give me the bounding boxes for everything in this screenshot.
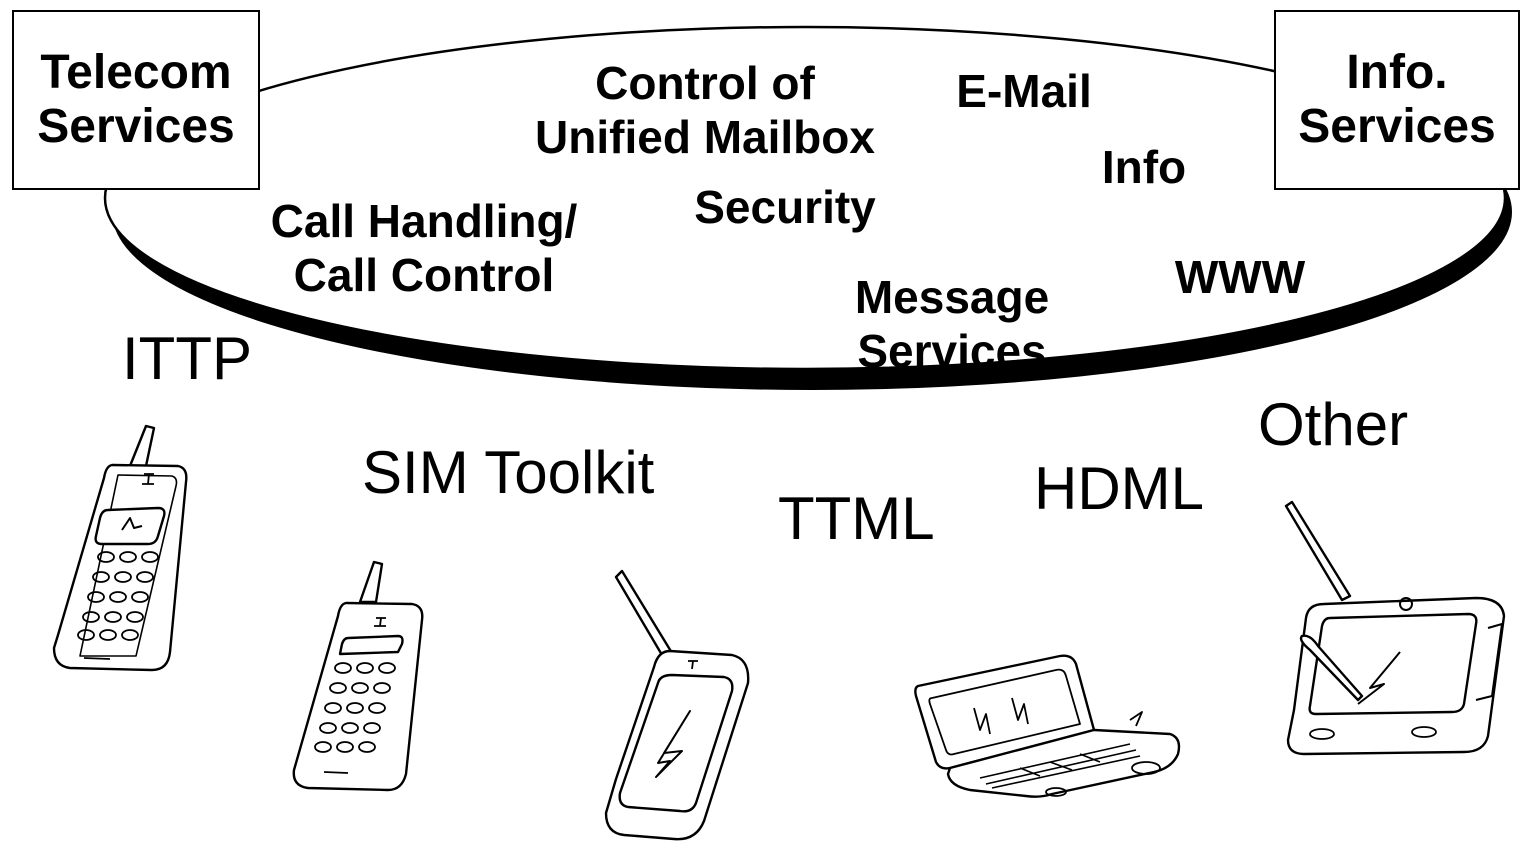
other-label: Other — [1258, 391, 1409, 458]
call-handling-label: Call Handling/ Call Control — [270, 195, 578, 301]
telecom-services-line1: Telecom — [40, 46, 232, 99]
pda-icon — [1284, 500, 1506, 756]
email-label: E-Mail — [956, 65, 1092, 117]
phone-icon — [52, 424, 188, 672]
hdml-label: HDML — [1034, 455, 1205, 522]
security-label: Security — [694, 181, 876, 233]
telecom-services-line2: Services — [37, 100, 235, 153]
services-ellipse — [103, 25, 1512, 390]
info-services-box: Info. Services — [1274, 10, 1520, 190]
info-services-line1: Info. — [1346, 46, 1448, 99]
info-services-line2: Services — [1298, 100, 1496, 153]
ttml-label: TTML — [778, 485, 935, 552]
info-label: Info — [1101, 141, 1187, 193]
www-label: WWW — [1174, 251, 1306, 303]
control-unified-mailbox-label: Control of Unified Mailbox — [535, 57, 875, 163]
sim-toolkit-label: SIM Toolkit — [362, 439, 655, 506]
message-services-label: Message Services — [854, 271, 1050, 377]
telecom-services-box: Telecom Services — [12, 10, 260, 190]
ittp-label: ITTP — [122, 325, 252, 392]
flip-communicator-icon — [914, 654, 1181, 798]
smartphone-icon — [604, 569, 750, 841]
phone-icon — [292, 560, 424, 792]
